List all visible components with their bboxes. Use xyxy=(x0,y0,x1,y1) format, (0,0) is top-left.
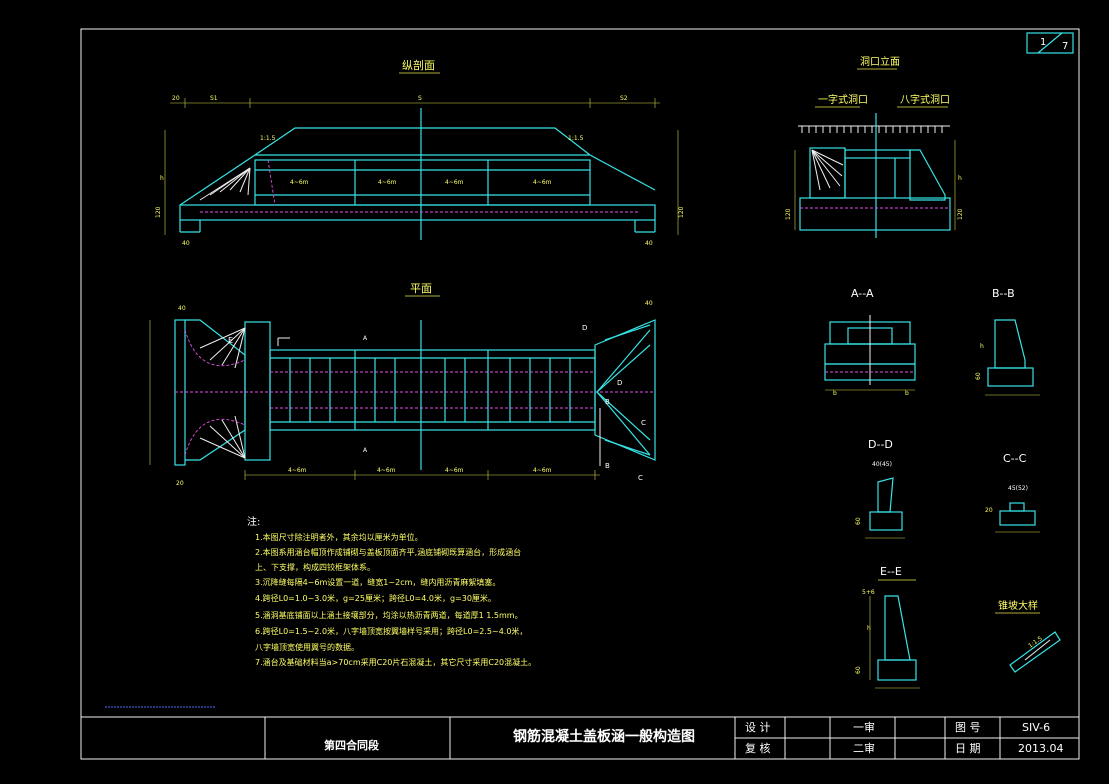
aa-dim-b-right: b xyxy=(905,390,909,397)
first-review-label: 一审 xyxy=(853,720,875,734)
section-cc: C--C 45(52) 20 xyxy=(985,452,1040,533)
note-8: 八字墙顶宽使用翼号的数据。 xyxy=(255,642,359,652)
dim-s1: S1 xyxy=(210,95,218,102)
drawing-no-value: SIV-6 xyxy=(1022,721,1050,734)
drawing-title: 钢筋混凝土盖板涵一般构造图 xyxy=(513,728,695,745)
cut-mark-b-top: B xyxy=(605,398,610,406)
dim-s2: S2 xyxy=(620,95,628,102)
section-bb: B--B h 60 xyxy=(975,287,1040,396)
section-ee: E--E 5+6 h 60 xyxy=(855,565,920,689)
longitudinal-section: 纵剖面 20 S1 S S2 xyxy=(155,58,685,247)
view-title-plan: 平面 xyxy=(410,282,432,295)
dim-120-right: 120 xyxy=(678,206,685,218)
seg-label-4: 4~6m xyxy=(533,179,552,186)
elev-dim-120-left: 120 xyxy=(785,208,792,220)
dim-40-right: 40 xyxy=(645,240,653,247)
aa-dim-b-left: b xyxy=(833,390,837,397)
dim-h-left: h xyxy=(160,175,164,182)
slope-1-5-right: 1:1.5 xyxy=(568,135,584,142)
ee-dim-h: h xyxy=(867,625,871,632)
bb-dim-60: 60 xyxy=(975,372,982,380)
dim-s: S xyxy=(418,95,422,102)
title-slope-detail: 锥坡大样 xyxy=(998,599,1038,612)
title-block: 第四合同段 钢筋混凝土盖板涵一般构造图 设 计 复 核 一审 二审 图 号 日 … xyxy=(81,716,1079,759)
note-5: 4.跨径L0=1.0~3.0米，g=25厘米；跨径L0=4.0米，g=30厘米。 xyxy=(255,593,496,603)
plan-seg-4: 4~6m xyxy=(533,467,552,474)
cc-dim-top: 45(52) xyxy=(1008,485,1028,492)
cut-mark-b-bottom: B xyxy=(605,462,610,470)
cc-dim-20: 20 xyxy=(985,507,993,514)
view-title-longitudinal: 纵剖面 xyxy=(402,58,435,72)
dim-20: 20 xyxy=(172,95,180,102)
view-title-elevation: 洞口立面 xyxy=(860,55,900,68)
cut-mark-c-top: C xyxy=(641,419,646,427)
note-3: 上、下支撑，构成四铰框架体系。 xyxy=(255,562,375,572)
title-section-bb: B--B xyxy=(992,287,1015,300)
label-eight-char: 八字式洞口 xyxy=(900,93,950,106)
cut-mark-a-bottom: A xyxy=(363,447,368,454)
plan-seg-2: 4~6m xyxy=(377,467,396,474)
elev-dim-120-right: 120 xyxy=(957,208,964,220)
date-label: 日 期 xyxy=(955,742,981,755)
section-aa: A--A b b xyxy=(824,287,916,397)
plan-dim-40-top: 40 xyxy=(178,305,186,312)
dim-40-left: 40 xyxy=(182,240,190,247)
title-section-dd: D--D xyxy=(868,438,893,451)
date-value: 2013.04 xyxy=(1018,742,1064,755)
title-section-aa: A--A xyxy=(851,287,874,300)
dim-120-left: 120 xyxy=(155,206,162,218)
cut-mark-d: D xyxy=(582,324,587,332)
dd-dim-top: 40(45) xyxy=(872,461,892,468)
note-6: 5.涵洞基底铺面以上涵土接壤部分，均涂以热沥青两道，每道厚1 1.5mm。 xyxy=(255,610,523,620)
dd-dim-60: 60 xyxy=(855,517,862,525)
slope-detail: 锥坡大样 1:1.5 xyxy=(995,599,1061,673)
note-1: 1.本图尺寸除注明者外，其余均以厘米为单位。 xyxy=(255,532,423,542)
note-2: 2.本图系用涵台帽顶作成铺砌与盖板顶面齐平,涵底铺砌既算涵台，形成涵台 xyxy=(255,547,521,557)
bb-dim-h: h xyxy=(980,343,984,350)
label-one-char: 一字式洞口 xyxy=(818,93,868,106)
seg-label-3: 4~6m xyxy=(445,179,464,186)
section-dd: D--D 40(45) 60 xyxy=(855,438,905,539)
second-review-label: 二审 xyxy=(853,741,875,755)
seg-label-2: 4~6m xyxy=(378,179,397,186)
contract-section: 第四合同段 xyxy=(324,738,379,752)
drawing-no-label: 图 号 xyxy=(955,721,981,734)
plan-dim-20-bottom: 20 xyxy=(176,480,184,487)
elev-dim-h: h xyxy=(958,175,962,182)
sheet-total: 7 xyxy=(1062,41,1068,52)
cut-mark-c-bottom: C xyxy=(638,474,643,482)
title-section-ee: E--E xyxy=(880,565,902,578)
plan-dim-40-right: 40 xyxy=(645,300,653,307)
plan-seg-3: 4~6m xyxy=(445,467,464,474)
note-4: 3.沉降缝每隔4~6m设置一道，缝宽1~2cm，缝内用沥青麻絮填塞。 xyxy=(255,577,500,587)
ee-dim-top: 5+6 xyxy=(862,589,875,596)
portal-elevation: 洞口立面 一字式洞口 八字式洞口 xyxy=(785,55,964,238)
note-9: 7.涵台及基础材料当a>70cm采用C20片石混凝土，其它尺寸采用C20混凝土。 xyxy=(255,657,536,667)
title-section-cc: C--C xyxy=(1003,452,1027,465)
plan-seg-1: 4~6m xyxy=(288,467,307,474)
slope-1-5-left: 1:1.5 xyxy=(260,135,276,142)
ee-dim-60: 60 xyxy=(855,666,862,674)
seg-label-1: 4~6m xyxy=(290,179,309,186)
sheet-number-box: 1 7 xyxy=(1026,32,1074,54)
cut-mark-d-2: D xyxy=(617,379,622,387)
note-7: 6.跨径L0=1.5~2.0米，八字墙顶宽按翼墙样号采用；跨径L0=2.5~4.… xyxy=(255,626,527,636)
notes-heading: 注: xyxy=(247,515,260,528)
drawing-frame xyxy=(80,28,1080,760)
sheet-label: 1 xyxy=(1040,37,1046,48)
notes-block: 注: 1.本图尺寸除注明者外，其余均以厘米为单位。 2.本图系用涵台帽顶作成铺砌… xyxy=(247,515,536,667)
review-label: 复 核 xyxy=(745,741,771,755)
plan-view: 平面 xyxy=(149,282,656,487)
cut-mark-a-top: A xyxy=(363,335,368,342)
cut-mark-e: E xyxy=(228,336,233,345)
design-label: 设 计 xyxy=(745,721,771,734)
